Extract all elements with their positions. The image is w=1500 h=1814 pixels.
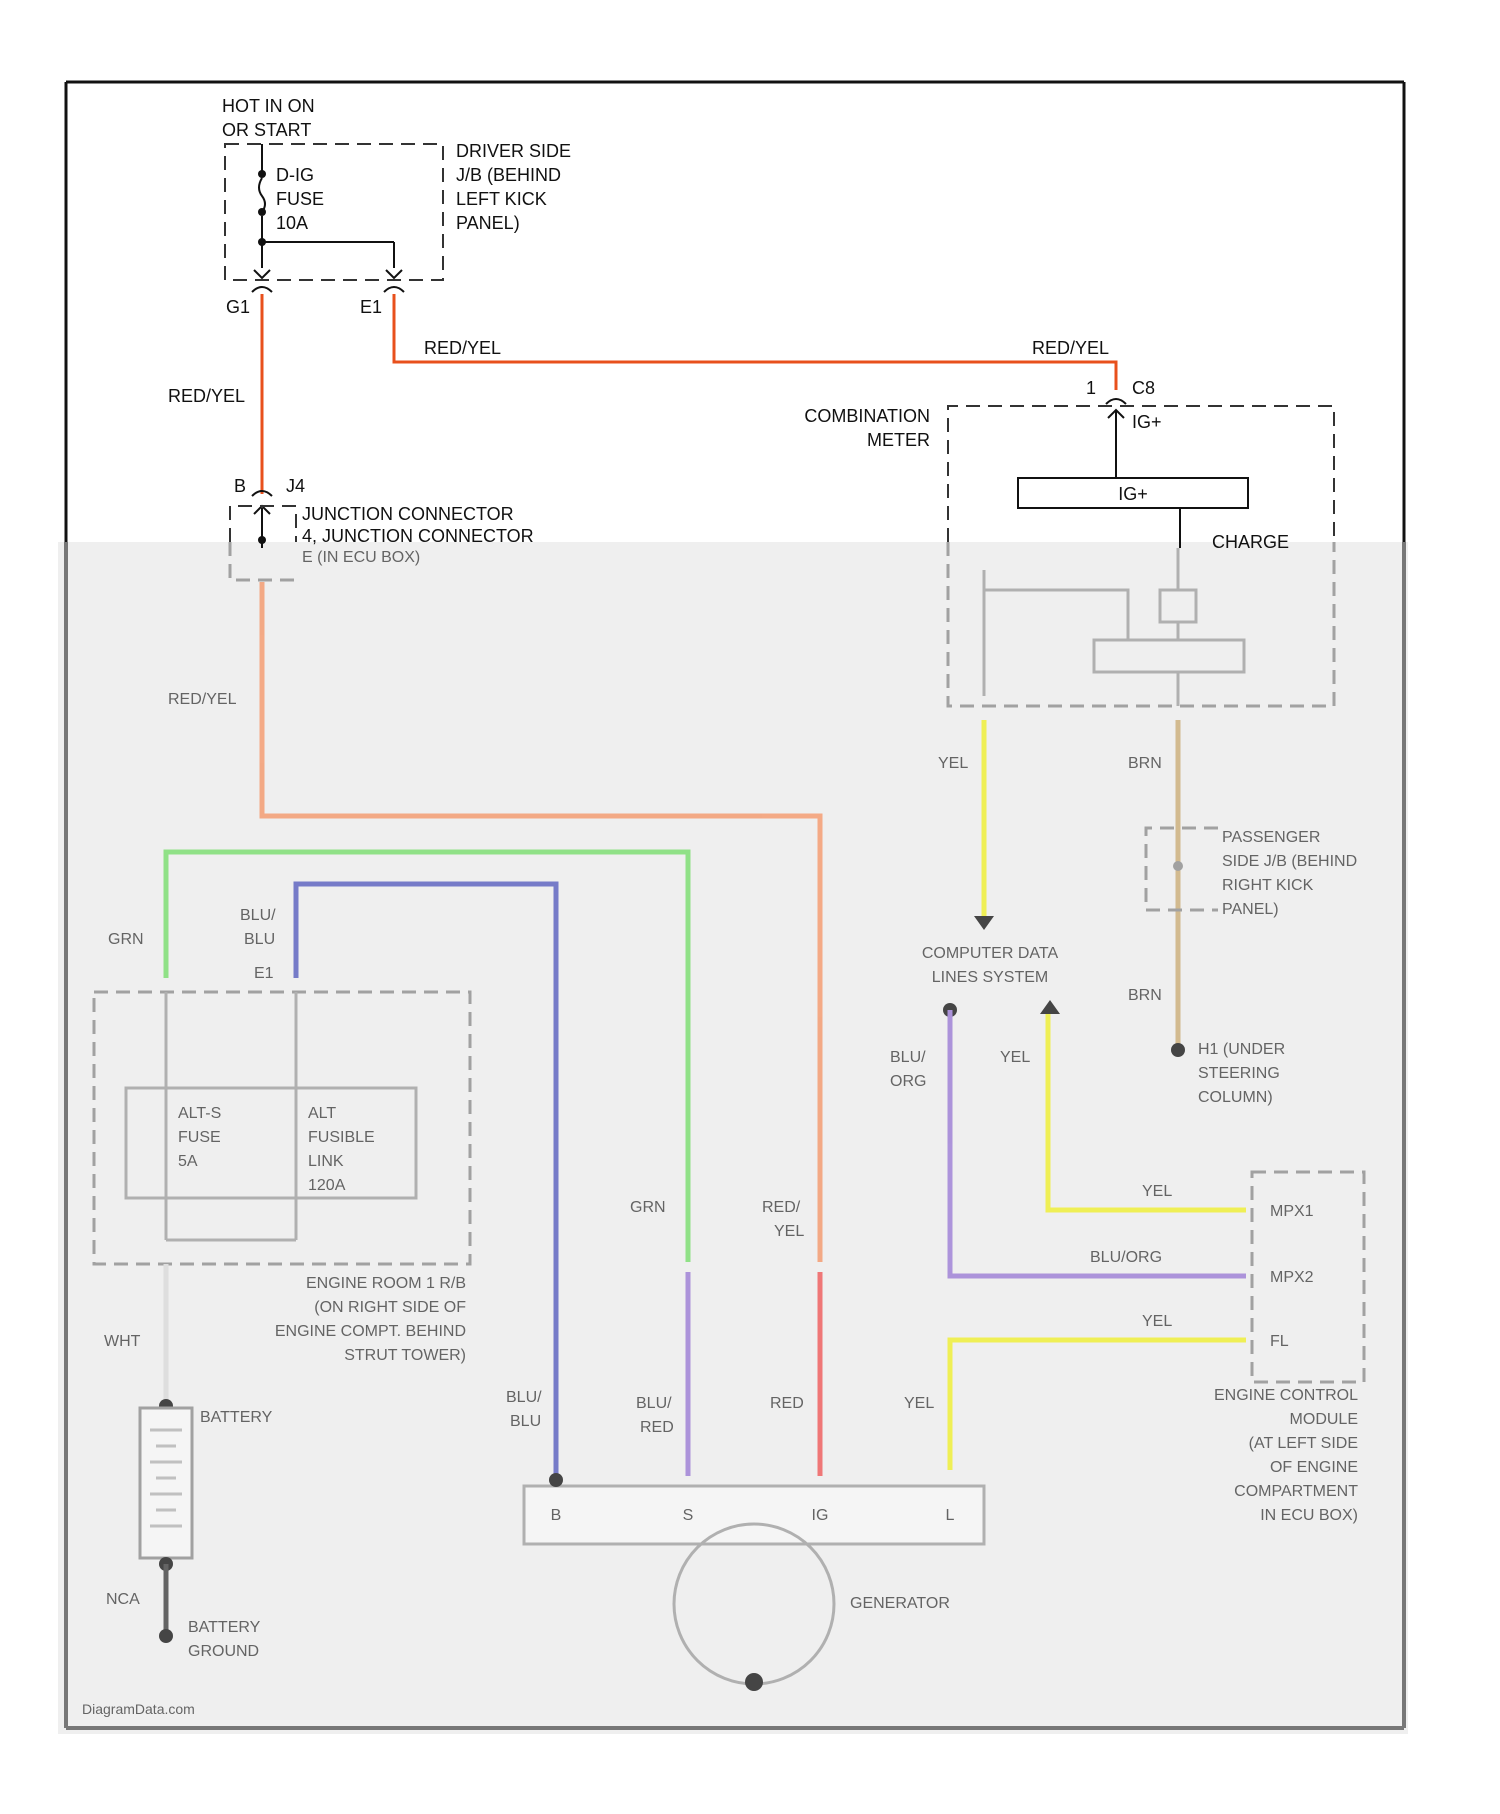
passenger-jb-label-2: SIDE J/B (BEHIND: [1222, 853, 1357, 870]
engine-room-label-2: (ON RIGHT SIDE OF: [314, 1299, 466, 1316]
jb-label-1: DRIVER SIDE: [456, 141, 571, 161]
battery-ground-icon: [159, 1629, 173, 1643]
fuse-label-3: 10A: [276, 213, 308, 233]
passenger-jb-label-1: PASSENGER: [1222, 829, 1320, 846]
driver-side-jb-box: [225, 144, 443, 280]
engine-room-label-3: ENGINE COMPT. BEHIND: [275, 1323, 466, 1340]
ig-plus-pin-label: IG+: [1132, 412, 1162, 432]
gen-terminal-l: L: [946, 1507, 955, 1524]
label-yel-1: YEL: [938, 755, 968, 772]
ig-plus-box-label: IG+: [1118, 484, 1148, 504]
combination-meter-label-2: METER: [867, 430, 930, 450]
c8-pin-1-label: 1: [1086, 378, 1096, 398]
ecm-label-6: IN ECU BOX): [1260, 1507, 1358, 1524]
label-brn-1: BRN: [1128, 755, 1162, 772]
engine-room-label-1: ENGINE ROOM 1 R/B: [306, 1275, 466, 1292]
label-blu-org-2: ORG: [890, 1073, 926, 1090]
alt-fl-label-3: LINK: [308, 1153, 344, 1170]
engine-room-label-4: STRUT TOWER): [344, 1347, 466, 1364]
ground-label-2: STEERING: [1198, 1065, 1280, 1082]
gen-terminal-b: B: [551, 1507, 562, 1524]
label-blu-org-1: BLU/: [890, 1049, 926, 1066]
battery-label: BATTERY: [200, 1409, 273, 1426]
ecm-label-5: COMPARTMENT: [1234, 1483, 1358, 1500]
ecm-label-3: (AT LEFT SIDE: [1249, 1435, 1358, 1452]
jb-label-4: PANEL): [456, 213, 520, 233]
ecm-label-4: OF ENGINE: [1270, 1459, 1358, 1476]
label-yel-4: YEL: [1142, 1313, 1172, 1330]
alt-s-label-3: 5A: [178, 1153, 198, 1170]
hot-in-on-label: HOT IN ON: [222, 96, 315, 116]
alt-fl-label-2: FUSIBLE: [308, 1129, 375, 1146]
ground-label-1: H1 (UNDER: [1198, 1041, 1285, 1058]
label-blu-blu-1: BLU/: [240, 907, 276, 924]
j4-label: J4: [286, 476, 305, 496]
label-nca: NCA: [106, 1591, 140, 1608]
label-red-low: RED: [770, 1395, 804, 1412]
label-blu-red-1: BLU/: [636, 1395, 672, 1412]
charge-label: CHARGE: [1212, 532, 1289, 552]
label-yel-low: YEL: [904, 1395, 934, 1412]
connector-c8-icon: [1106, 399, 1126, 478]
computer-data-label-2: LINES SYSTEM: [932, 969, 1048, 986]
label-blu-blu-low-1: BLU/: [506, 1389, 542, 1406]
generator-label: GENERATOR: [850, 1595, 950, 1612]
ecm-pin-fl: FL: [1270, 1333, 1289, 1350]
generator-ground-icon: [745, 1673, 763, 1691]
battery-ground-label-2: GROUND: [188, 1643, 259, 1660]
label-red-yel-mid-1: RED/: [762, 1199, 801, 1216]
label-blu-blu-2: BLU: [244, 931, 275, 948]
label-grn-top: GRN: [108, 931, 144, 948]
label-yel-2: YEL: [1000, 1049, 1030, 1066]
generator-terminal-block: [524, 1486, 984, 1544]
red-yel-wire-top: [262, 294, 1116, 494]
ecm-label-2: MODULE: [1290, 1411, 1358, 1428]
jb-label-3: LEFT KICK: [456, 189, 547, 209]
label-wht: WHT: [104, 1333, 141, 1350]
ecm-pin-mpx2: MPX2: [1270, 1269, 1314, 1286]
fuse-label-1: D-IG: [276, 165, 314, 185]
g1-label: G1: [226, 297, 250, 317]
or-start-label: OR START: [222, 120, 311, 140]
junction-label-2: 4, JUNCTION CONNECTOR: [302, 526, 534, 546]
e1-label: E1: [360, 297, 382, 317]
ground-point-icon: [1171, 1043, 1185, 1057]
passenger-jb-label-3: RIGHT KICK: [1222, 877, 1314, 894]
label-e1-lower: E1: [254, 965, 274, 982]
junction-lower-text: E (IN ECU BOX): [302, 549, 420, 566]
wire-label-redyel-right: RED/YEL: [1032, 338, 1109, 358]
wire-label-redyel-left: RED/YEL: [168, 386, 245, 406]
label-blu-blu-low-2: BLU: [510, 1413, 541, 1430]
label-brn-2: BRN: [1128, 987, 1162, 1004]
gen-terminal-ig: IG: [812, 1507, 829, 1524]
c8-label: C8: [1132, 378, 1155, 398]
label-yel-3: YEL: [1142, 1183, 1172, 1200]
gen-terminal-s: S: [683, 1507, 694, 1524]
passenger-jb-label-4: PANEL): [1222, 901, 1279, 918]
ecm-label-1: ENGINE CONTROL: [1214, 1387, 1358, 1404]
connector-j4-icon: [252, 491, 272, 548]
computer-data-label-1: COMPUTER DATA: [922, 945, 1059, 962]
alt-s-label-1: ALT-S: [178, 1105, 221, 1122]
junction-label-1: JUNCTION CONNECTOR: [302, 504, 514, 524]
wire-label-redyel-top: RED/YEL: [424, 338, 501, 358]
fuse-label-2: FUSE: [276, 189, 324, 209]
ecm-pin-mpx1: MPX1: [1270, 1203, 1314, 1220]
label-red-yel-lower: RED/YEL: [168, 691, 237, 708]
label-blu-org-3: BLU/ORG: [1090, 1249, 1162, 1266]
battery-ground-label-1: BATTERY: [188, 1619, 261, 1636]
ground-label-3: COLUMN): [1198, 1089, 1273, 1106]
label-grn-mid: GRN: [630, 1199, 666, 1216]
alt-fl-label-1: ALT: [308, 1105, 336, 1122]
jb-label-2: J/B (BEHIND: [456, 165, 561, 185]
label-blu-red-2: RED: [640, 1419, 674, 1436]
combination-meter-label-1: COMBINATION: [804, 406, 930, 426]
label-red-yel-mid-2: YEL: [774, 1223, 804, 1240]
alt-s-label-2: FUSE: [178, 1129, 221, 1146]
alt-fl-label-4: 120A: [308, 1177, 346, 1194]
watermark: DiagramData.com: [82, 1701, 195, 1717]
pin-b-label: B: [234, 476, 246, 496]
